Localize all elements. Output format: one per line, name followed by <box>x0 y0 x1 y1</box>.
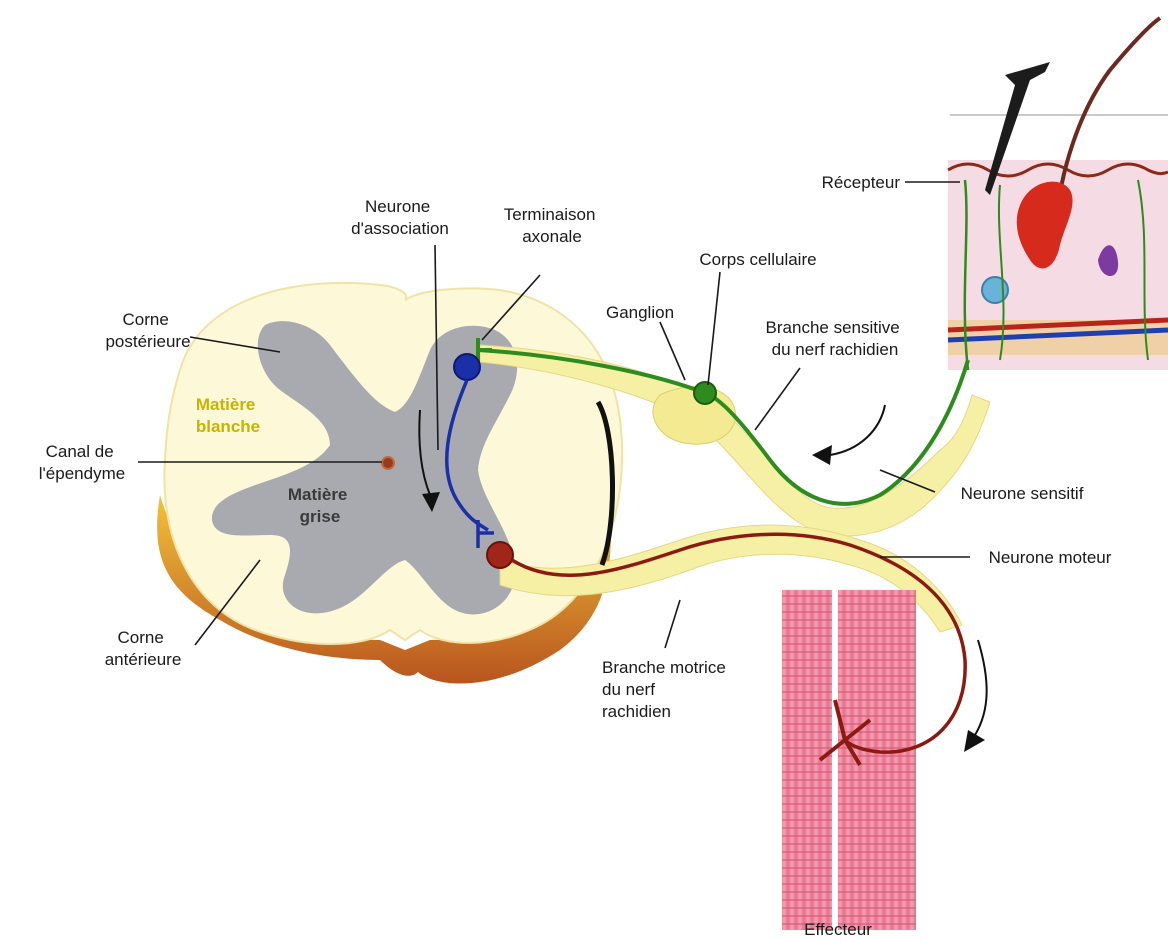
label-terminaison-axonale: Terminaison axonale <box>504 205 600 246</box>
leader-branche-sensitive <box>755 368 800 430</box>
leader-ganglion <box>660 322 685 380</box>
muscle-fibre-3 <box>876 590 916 930</box>
label-corps-cellulaire: Corps cellulaire <box>699 250 816 269</box>
arrow-sensory-head <box>812 445 832 465</box>
label-neurone-moteur: Neurone moteur <box>989 548 1112 567</box>
sensory-cell-body <box>694 382 716 404</box>
label-ganglion: Ganglion <box>606 303 674 322</box>
label-effecteur: Effecteur <box>804 920 872 939</box>
arrow-motor-flow <box>975 640 987 735</box>
skin-receptor <box>948 18 1168 370</box>
central-canal <box>382 457 394 469</box>
label-corne-posterieure: Corne postérieure <box>105 310 190 351</box>
label-recepteur: Récepteur <box>822 173 901 192</box>
muscle-effector <box>782 590 916 930</box>
leader-corps-cellulaire <box>708 272 720 385</box>
label-neurone-sensitif: Neurone sensitif <box>961 484 1084 503</box>
label-branche-sensitive: Branche sensitive du nerf rachidien <box>766 318 905 359</box>
motor-cell-body <box>487 542 513 568</box>
leader-branche-motrice <box>665 600 680 648</box>
label-canal-ependyme: Canal de l'épendyme <box>39 442 125 483</box>
muscle-fibre-1 <box>782 590 832 930</box>
association-cell-body <box>454 354 480 380</box>
label-neurone-association: Neurone d'association <box>351 197 449 238</box>
arrow-sensory-flow <box>830 405 885 455</box>
arrow-motor-head <box>964 730 985 752</box>
label-branche-motrice: Branche motrice du nerf rachidien <box>602 658 731 721</box>
label-corne-anterieure: Corne antérieure <box>105 628 182 669</box>
